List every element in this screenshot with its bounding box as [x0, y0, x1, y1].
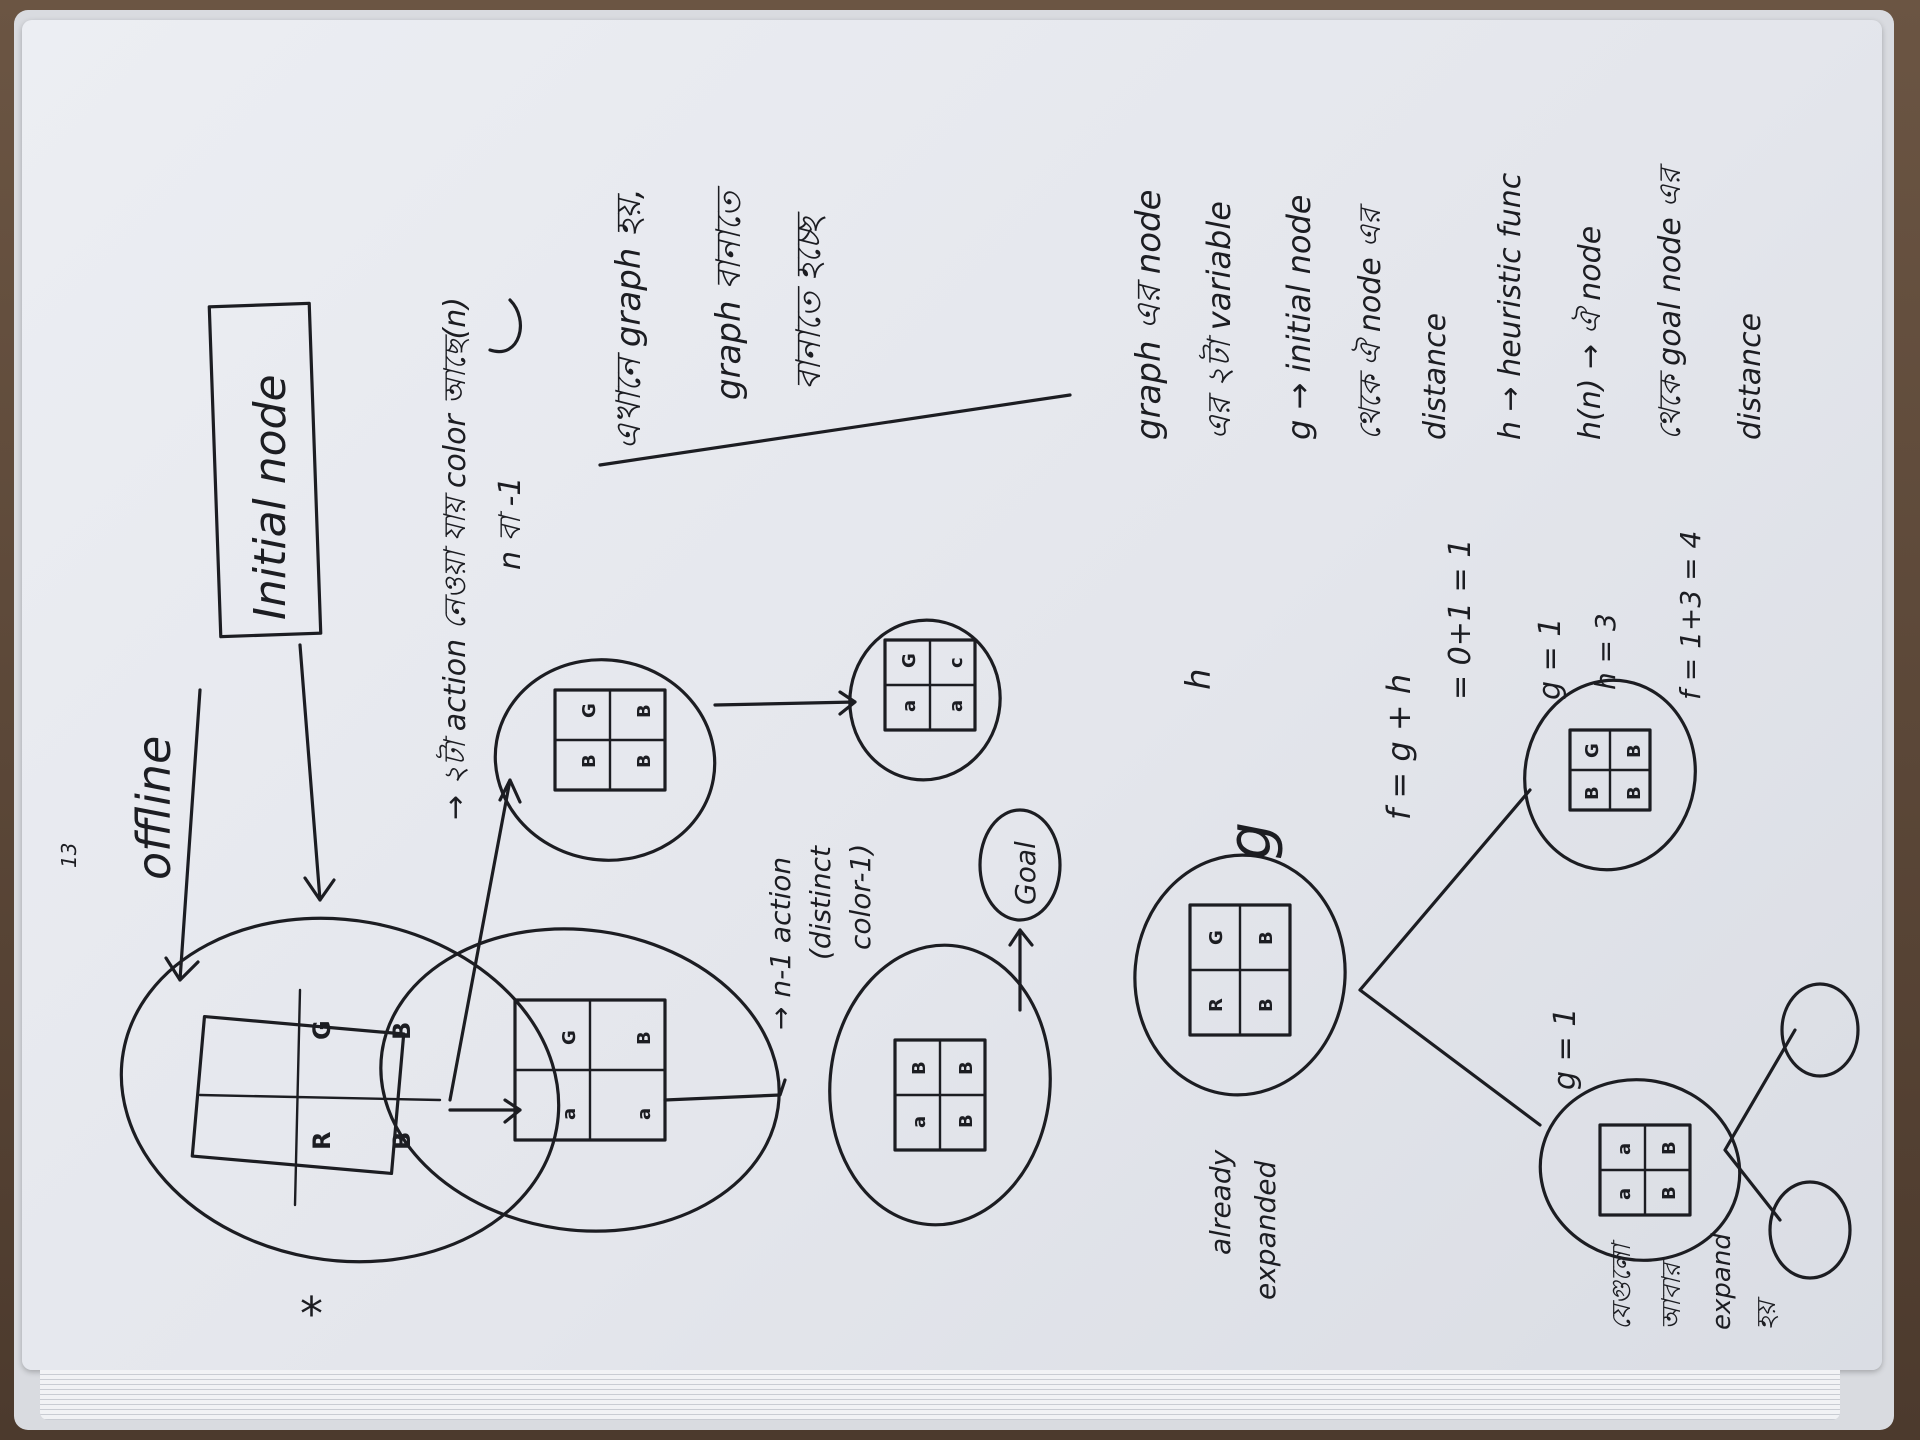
action-line-2: n বা -1	[493, 477, 528, 570]
goal-oval	[978, 808, 1062, 922]
right-line-3: g → initial node	[1280, 195, 1318, 441]
grid-initial-1: G	[308, 1020, 336, 1040]
star-mark: *	[300, 1287, 323, 1341]
goal-label: Goal	[1009, 841, 1042, 905]
n1-line-1: → n-1 action	[764, 857, 797, 1030]
g-child-2-line-2: h = 3	[1589, 613, 1622, 690]
grid-b-2: B	[634, 754, 655, 768]
initial-node-box: Initial node	[207, 301, 336, 902]
right-line-7: h(n) → ঐ node	[1571, 226, 1608, 440]
right-line-9: distance	[1733, 313, 1768, 440]
grid-left-2: B	[1659, 1186, 1680, 1200]
page-edges	[40, 1370, 1840, 1420]
grid-right-0: B	[1582, 786, 1603, 800]
grid-b-0: B	[579, 754, 600, 768]
graph-line-2: graph বানাতে	[709, 185, 749, 400]
right-line-4: থেকে ঐ node এর	[1351, 203, 1388, 440]
lower-root-node	[1133, 853, 1347, 1097]
grid-a-0: a	[559, 1108, 580, 1120]
right-notes: graph এর node এর ২টা variable g → initia…	[1129, 163, 1768, 440]
grid-d-0: a	[909, 1116, 930, 1128]
graph-line-1: এখানে graph হয়,	[609, 188, 649, 450]
grid-c-2: a	[946, 700, 967, 712]
heading-title: offline	[127, 736, 181, 880]
grid-root-1: G	[1206, 930, 1227, 945]
f-line-1: f = g + h	[1380, 674, 1418, 820]
grid-right-2: B	[1624, 786, 1645, 800]
initial-arrow	[298, 643, 336, 902]
grid-left-0: a	[1614, 1188, 1635, 1200]
note-graph: এখানে graph হয়, graph বানাতে বানাতে হচ্…	[598, 185, 1072, 467]
tree-node-initial: R G B B	[119, 916, 561, 1264]
g-child-2-line-1: g = 1	[1533, 618, 1568, 700]
tree-node-child-a: a G a B	[379, 927, 781, 1233]
lower-right-node	[1523, 678, 1697, 872]
grid-a-3: B	[634, 1031, 655, 1045]
tree-node-child-d: a B B B Goal	[828, 808, 1062, 1227]
h-letter: h	[1179, 668, 1219, 690]
already-line-1: already	[1204, 1149, 1237, 1255]
grid-b-1: G	[579, 703, 600, 718]
right-line-8: থেকে goal node এর	[1653, 163, 1688, 440]
grid-b-3: B	[634, 704, 655, 718]
expand-line-3: expand	[1707, 1233, 1737, 1330]
f-line-2: = 0+1 = 1	[1443, 539, 1478, 700]
grid-root-3: B	[1256, 931, 1277, 945]
n1-line-3: color-1)	[844, 844, 877, 950]
grid-a-2: a	[634, 1108, 655, 1120]
initial-node-label: Initial node	[245, 374, 296, 620]
n1-line-2: (distinct	[804, 845, 837, 960]
grid-d-1: B	[909, 1061, 930, 1075]
grid-root-2: B	[1256, 998, 1277, 1012]
graph-divider	[598, 393, 1072, 467]
leaf-node-2	[1780, 982, 1860, 1078]
note-two-actions: → ২টা action নেওয়া যায় color আছে(n) n …	[435, 297, 528, 820]
grid-c-1: G	[899, 653, 920, 668]
tree-node-child-c: a G a c	[713, 618, 1002, 782]
leaf-node-1	[1768, 1180, 1852, 1280]
page-mark: 13	[57, 843, 81, 868]
grid-left-3: B	[1659, 1141, 1680, 1155]
lower-tree: * already expanded R G B B g B G B B a a…	[300, 678, 1860, 1341]
g-child-1: g = 1	[1548, 1008, 1583, 1090]
grid-left-1: a	[1614, 1143, 1635, 1155]
heading-offline: 13 offline	[57, 688, 202, 982]
right-line-5: distance	[1418, 313, 1453, 440]
notebook-page	[22, 20, 1882, 1370]
already-line-2: expanded	[1249, 1161, 1282, 1300]
lower-left-node	[1538, 1078, 1742, 1262]
grid-d-3: B	[956, 1061, 977, 1075]
formula-notes: h f = g + h = 0+1 = 1 g = 1 h = 3 f = 1+…	[1179, 531, 1707, 820]
grid-c-0: a	[899, 700, 920, 712]
action-bracket	[488, 298, 522, 354]
note-n1-action: → n-1 action (distinct color-1)	[663, 844, 877, 1102]
g-child-2-line-3: f = 1+3 = 4	[1674, 531, 1707, 700]
right-line-6: h → heuristic func	[1493, 172, 1528, 440]
right-line-2: এর ২টা variable	[1198, 201, 1238, 440]
action-line-1: → ২টা action নেওয়া যায় color আছে(n)	[435, 297, 473, 820]
grid-right-1: G	[1582, 743, 1603, 758]
graph-line-3: বানাতে হচ্ছে	[789, 211, 829, 390]
expand-line-1: যেগুলো	[1607, 1239, 1637, 1330]
grid-a-1: G	[559, 1030, 580, 1045]
grid-d-2: B	[956, 1114, 977, 1128]
grid-initial-0: R	[308, 1132, 336, 1150]
tree-node-child-b: B G B B	[448, 658, 717, 1102]
expand-line-2: আবার	[1657, 1259, 1687, 1330]
grid-initial-3: B	[388, 1022, 416, 1040]
right-line-1: graph এর node	[1129, 189, 1169, 440]
expand-line-4: হয়	[1752, 1296, 1782, 1330]
grid-right-3: B	[1624, 744, 1645, 758]
grid-root-0: R	[1206, 998, 1227, 1012]
grid-c-3: c	[946, 657, 967, 668]
g-letter: g	[1215, 822, 1285, 860]
